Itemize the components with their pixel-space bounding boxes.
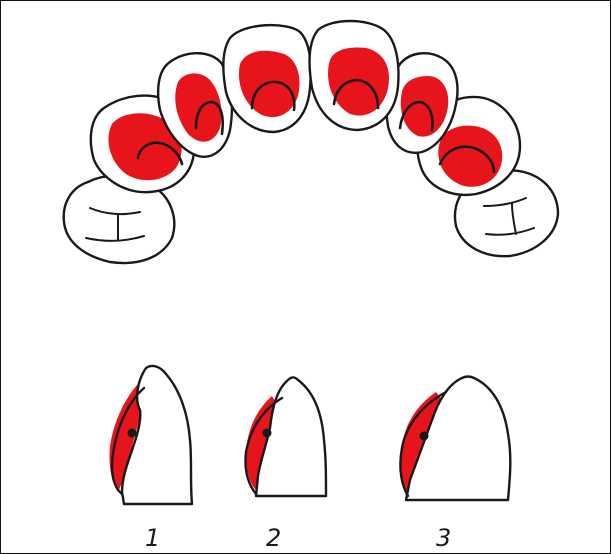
tooth-profile-1: 1	[109, 366, 192, 552]
tooth-profile-3: 3	[400, 377, 510, 553]
dental-arch	[64, 21, 558, 263]
central-incisor-left	[223, 25, 310, 132]
tooth-profile-2: 2	[245, 377, 326, 552]
spot-profile-1	[128, 429, 137, 438]
label-profile-3: 3	[436, 524, 451, 552]
central-incisor-right	[310, 21, 399, 130]
spot-profile-3	[420, 432, 429, 441]
label-profile-2: 2	[266, 524, 281, 552]
label-profile-1: 1	[145, 524, 160, 552]
spot-profile-2	[263, 429, 272, 438]
